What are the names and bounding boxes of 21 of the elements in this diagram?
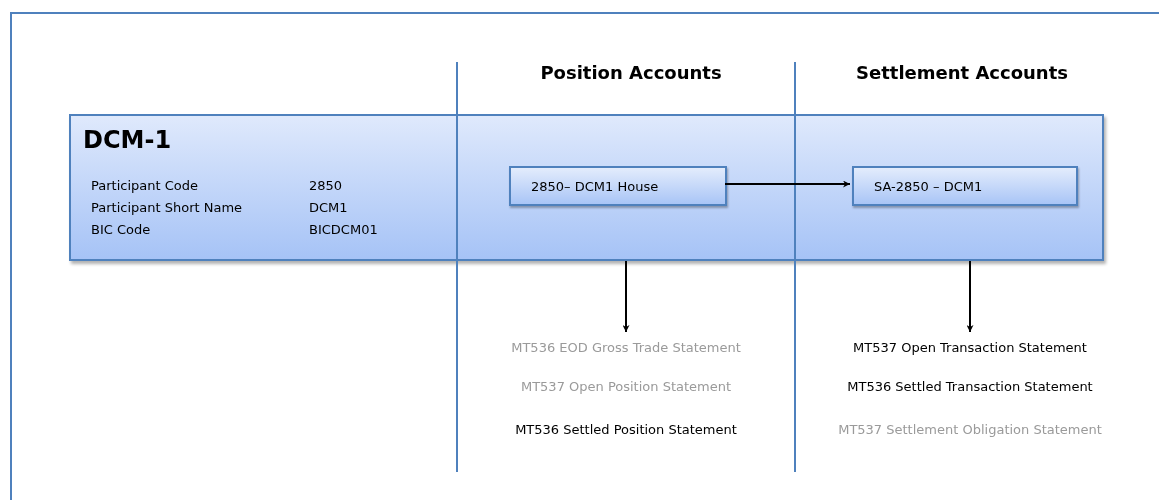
participant-title: DCM-1 (83, 126, 172, 154)
column-heading: Position Accounts (540, 62, 722, 83)
field-label: BIC Code (91, 222, 151, 237)
statement-text: MT537 Settlement Obligation Statement (837, 422, 1103, 437)
column-heading: Settlement Accounts (856, 62, 1068, 83)
statement-text: MT536 EOD Gross Trade Statement (510, 340, 742, 355)
participant-band (69, 114, 1104, 261)
field-value: 2850 (309, 178, 343, 193)
field-label: Participant Short Name (91, 200, 243, 215)
statement-text: MT536 Settled Position Statement (514, 422, 738, 437)
arrow (966, 260, 974, 333)
statement-text: MT536 Settled Transaction Statement (846, 379, 1094, 394)
statement-text: MT537 Open Transaction Statement (852, 340, 1088, 355)
position-account-box: 2850– DCM1 House (509, 166, 727, 206)
statement-text: MT537 Open Position Statement (519, 379, 733, 394)
settlement-account-box: SA-2850 – DCM1 (852, 166, 1078, 206)
field-label: Participant Code (91, 178, 198, 193)
arrow (622, 260, 630, 333)
field-value: BICDCM01 (309, 222, 378, 237)
arrow (724, 180, 851, 188)
field-value: DCM1 (309, 200, 348, 215)
